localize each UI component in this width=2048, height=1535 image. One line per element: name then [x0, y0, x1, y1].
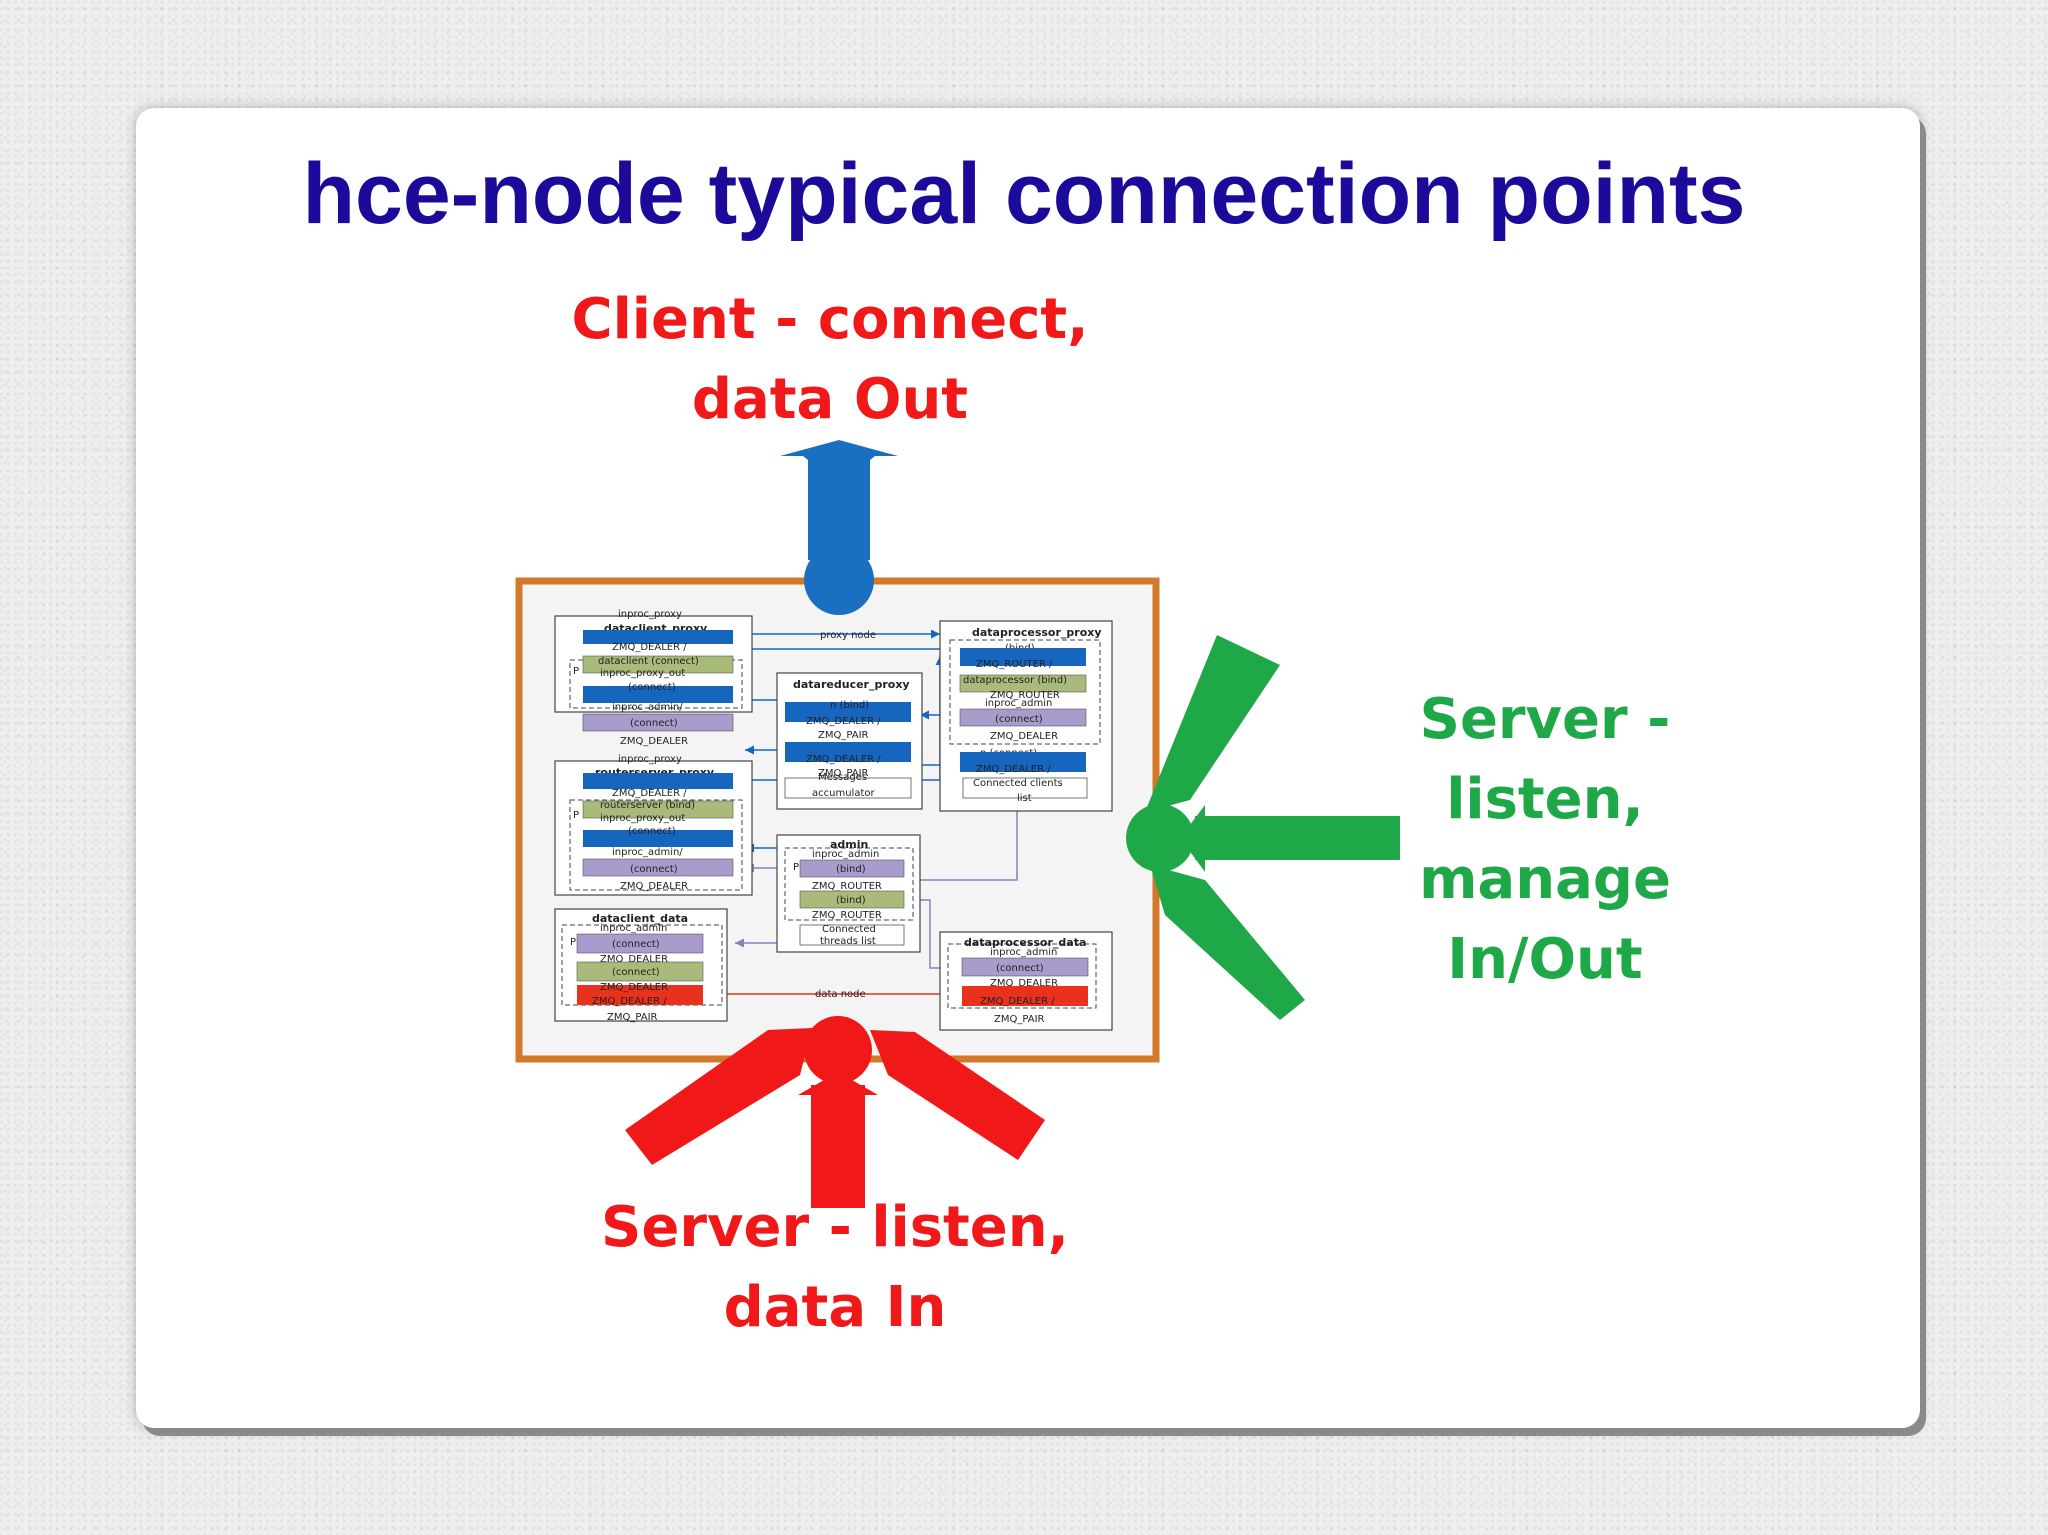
dataclient-data-line-4: (connect): [612, 967, 660, 978]
admin-line-6: Connected: [822, 924, 876, 935]
dataprocessor-proxy-line-7: ZMQ_DEALER: [990, 731, 1058, 742]
admin-line-4: (bind): [836, 895, 866, 906]
arrows-converge-icon-right: [1126, 635, 1400, 1020]
datareducer-proxy-line-7: accumulator: [812, 788, 875, 799]
datareducer-proxy-line-6: Messages: [818, 772, 867, 783]
server-manage-label-line-3: manage: [1419, 847, 1671, 912]
dataprocessor-proxy-line-2: ZMQ_ROUTER /: [976, 659, 1053, 670]
datareducer-proxy-line-5: ZMQ_PAIR: [818, 768, 869, 779]
router-proxy-line-4: inproc_proxy_out: [600, 813, 685, 824]
dataprocessor-proxy-line-10: Connected clients: [973, 778, 1063, 789]
dataclient-proxy-line-4: inproc_proxy_out: [600, 668, 685, 679]
datareducer-proxy-title: datareducer_proxy: [793, 678, 910, 691]
datareducer-proxy-line-4: ZMQ_DEALER /: [806, 754, 881, 765]
client-label: Client - connect, data Out: [560, 280, 1100, 440]
dataprocessor-data-line-2: (connect): [996, 963, 1044, 974]
admin-block: admin inproc_admin (bind) ZMQ_ROUTER (bi…: [776, 834, 921, 953]
datareducer-proxy-block: datareducer_proxy n (bind) ZMQ_DEALER / …: [776, 672, 923, 810]
dataclient-data-line-5: ZMQ_DEALER: [600, 982, 668, 993]
datareducer-proxy-line-1: n (bind): [830, 700, 869, 711]
router-proxy-line-7: (connect): [630, 864, 678, 875]
arrow-up-icon: [780, 440, 898, 615]
dataprocessor-proxy-line-9: ZMQ_DEALER /: [976, 764, 1051, 775]
data-node-label: data node: [815, 989, 866, 1000]
admin-title: admin: [830, 838, 868, 851]
dataprocessor-data-line-1: inproc_admin: [990, 947, 1057, 958]
dataprocessor-proxy-line-11: list: [1017, 793, 1032, 804]
dataprocessor-data-title: dataprocessor_data: [964, 936, 1086, 949]
server-manage-label: Server - listen, manage In/Out: [1400, 680, 1690, 1000]
dataprocessor-proxy-line-3: dataprocessor (bind): [963, 675, 1067, 686]
server-manage-label-line-2: listen,: [1446, 767, 1644, 832]
router-proxy-line-6: inproc_admin/: [612, 847, 683, 858]
router-proxy-line-2: ZMQ_DEALER /: [612, 788, 687, 799]
dataclient-proxy-block: dataclient_proxy inproc_proxy ZMQ_DEALER…: [554, 609, 753, 747]
admin-line-5: ZMQ_ROUTER: [812, 910, 882, 921]
dataclient-proxy-line-6: inproc_admin/: [612, 702, 683, 713]
dataprocessor-proxy-line-4: ZMQ_ROUTER: [990, 690, 1060, 701]
datareducer-proxy-line-3: ZMQ_PAIR: [818, 730, 869, 741]
dataclient-data-line-1: inproc_admin: [600, 923, 667, 934]
client-label-line-1: Client - connect,: [571, 287, 1089, 352]
datareducer-proxy-line-2: ZMQ_DEALER /: [806, 716, 881, 727]
router-proxy-line-3: routerserver (bind): [600, 800, 695, 811]
server-data-label-line-2: data In: [723, 1275, 947, 1340]
dataclient-proxy-line-2: ZMQ_DEALER /: [612, 642, 687, 653]
admin-line-7: threads list: [820, 936, 876, 947]
dataprocessor-data-line-5: ZMQ_PAIR: [994, 1014, 1045, 1025]
dataprocessor-proxy-title: dataprocessor_proxy: [972, 626, 1102, 639]
dataclient-proxy-marker: P: [573, 666, 579, 677]
router-proxy-line-1: inproc_proxy: [618, 754, 682, 765]
dataclient-data-line-2: (connect): [612, 939, 660, 950]
dataclient-proxy-line-8: ZMQ_DEALER: [620, 736, 688, 747]
dataclient-data-line-7: ZMQ_PAIR: [607, 1012, 658, 1023]
slide-title: hce-node typical connection points: [302, 146, 1746, 242]
dataclient-proxy-line-1: inproc_proxy: [618, 609, 682, 620]
dataclient-data-block: dataclient_data inproc_admin (connect) Z…: [554, 908, 728, 1023]
dataclient-proxy-line-5: (connect): [628, 682, 676, 693]
dataclient-data-line-6: ZMQ_DEALER /: [592, 996, 667, 1007]
server-manage-label-line-1: Server -: [1419, 687, 1671, 752]
client-label-line-2: data Out: [691, 367, 969, 432]
dataclient-proxy-line-3: dataclient (connect): [598, 656, 699, 667]
admin-line-2: (bind): [836, 864, 866, 875]
dataclient-proxy-line-7: (connect): [630, 718, 678, 729]
router-proxy-block: inproc_proxy routerserver_proxy ZMQ_DEAL…: [554, 754, 753, 896]
dataclient-data-title: dataclient_data: [592, 912, 688, 925]
dataprocessor-proxy-line-5: inproc_admin: [985, 698, 1052, 709]
admin-line-1: inproc_admin: [812, 849, 879, 860]
proxy-node-label: proxy node: [820, 630, 876, 641]
router-proxy-line-5: (connect): [628, 826, 676, 837]
admin-marker: P: [793, 862, 799, 873]
router-proxy-marker: P: [573, 810, 579, 821]
dataclient-data-marker: P: [570, 937, 576, 948]
dataprocessor-proxy-block: dataprocessor_proxy (bind) ZMQ_ROUTER / …: [939, 620, 1113, 812]
dataprocessor-proxy-line-6: (connect): [995, 714, 1043, 725]
router-proxy-line-8: ZMQ_DEALER: [620, 881, 688, 892]
arrows-converge-icon: [625, 1016, 1045, 1208]
dataprocessor-data-line-3: ZMQ_DEALER: [990, 978, 1058, 989]
dataprocessor-data-block: dataprocessor_data inproc_admin (connect…: [939, 931, 1113, 1031]
admin-line-3: ZMQ_ROUTER: [812, 881, 882, 892]
server-manage-label-line-4: In/Out: [1447, 927, 1643, 992]
dataprocessor-data-line-4: ZMQ_DEALER /: [980, 996, 1055, 1007]
dataclient-data-line-3: ZMQ_DEALER: [600, 954, 668, 965]
